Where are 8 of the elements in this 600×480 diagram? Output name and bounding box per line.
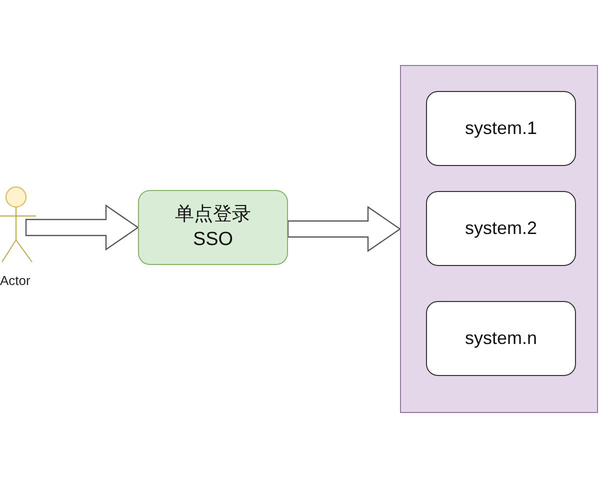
system-box: system.1 — [426, 91, 576, 166]
block-arrow — [25, 204, 140, 251]
process-box: 单点登录 SSO — [138, 190, 288, 265]
block-arrow — [287, 206, 402, 252]
actor-label: Actor — [0, 273, 30, 288]
system-box: system.n — [426, 301, 576, 376]
container-box — [400, 65, 598, 413]
system-box: system.2 — [426, 191, 576, 266]
